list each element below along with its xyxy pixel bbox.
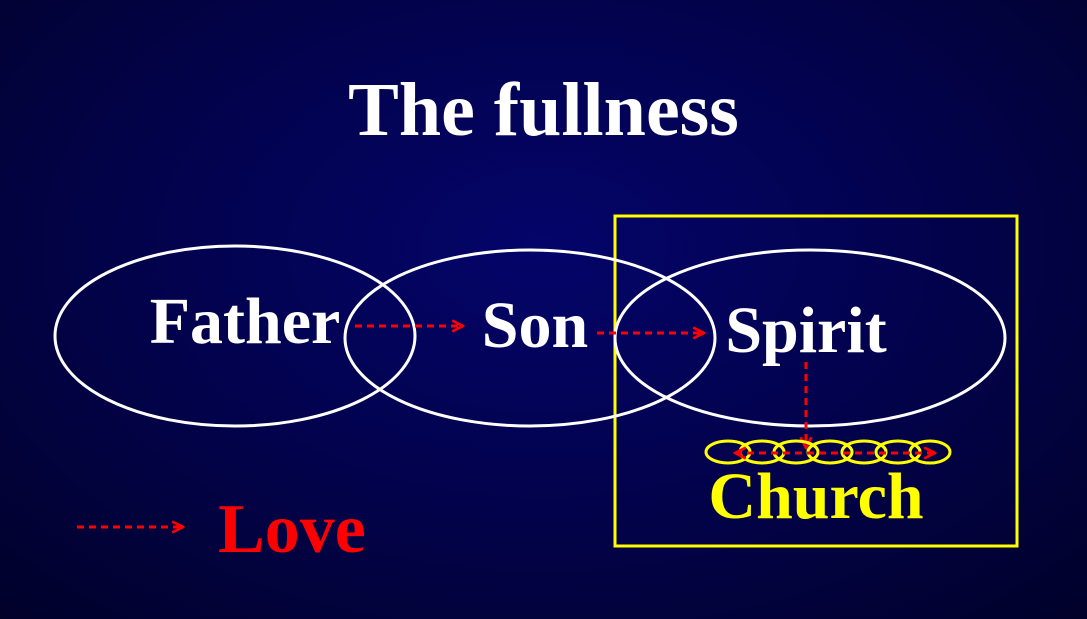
son-circle bbox=[343, 248, 717, 428]
father-label: Father bbox=[150, 285, 341, 358]
slide-title: The fullness bbox=[348, 68, 739, 152]
legend-love-label: Love bbox=[218, 491, 366, 568]
church-label: Church bbox=[708, 460, 923, 533]
church-box bbox=[613, 214, 1019, 548]
father-circle bbox=[53, 244, 417, 428]
spirit-label: Spirit bbox=[725, 294, 886, 367]
spirit-circle bbox=[613, 248, 1007, 428]
son-label: Son bbox=[482, 289, 588, 362]
